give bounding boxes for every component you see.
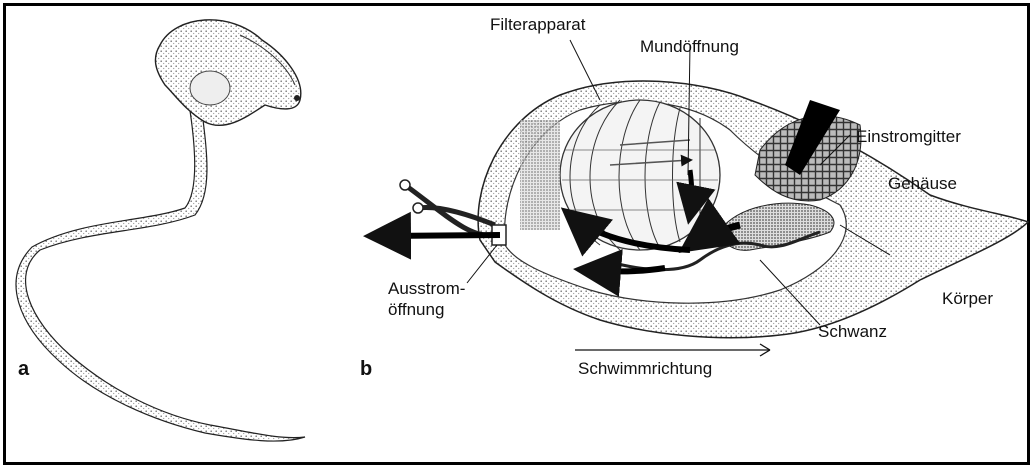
label-schwimmrichtung: Schwimmrichtung [578,360,712,379]
panel-label-b: b [360,358,372,380]
label-schwanz: Schwanz [818,323,887,342]
larva-trunk [155,20,300,126]
larva-illustration [16,20,305,441]
swim-direction-arrow [575,344,770,356]
label-gehaeuse: Gehäuse [888,175,957,194]
panel-label-a: a [18,358,29,380]
label-mundoeffnung: Mundöffnung [640,38,739,57]
label-koerper: Körper [942,290,993,309]
larva-tail [16,95,305,441]
house-illustration [375,81,1028,338]
label-ausstrom-line1: Ausstrom- [388,280,465,299]
label-filterapparat: Filterapparat [490,16,585,35]
label-einstromgitter: Einstromgitter [856,128,961,147]
label-ausstrom-line2: öffnung [388,301,444,320]
